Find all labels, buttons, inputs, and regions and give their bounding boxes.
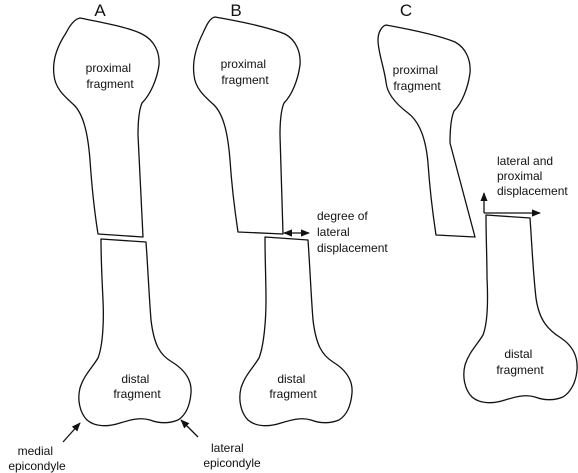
- medial-epicondyle-arrow: [62, 422, 81, 443]
- panel-b-proximal-label: proximal fragment: [221, 57, 270, 87]
- lateral-epicondyle-label-line2: epicondyle: [203, 456, 261, 470]
- panel-c-proximal-label: proximal fragment: [393, 63, 442, 93]
- panel-a-proximal-fragment: [52, 17, 160, 238]
- panel-a-distal-label: distal fragment: [113, 372, 161, 401]
- panel-a-distal-label-line2: fragment: [113, 387, 161, 401]
- panel-b-proximal-label-line1: proximal: [221, 57, 266, 71]
- panel-c-annotation-line1: lateral and: [497, 154, 553, 168]
- panel-c-label: C: [400, 1, 412, 20]
- lateral-epicondyle-arrow: [180, 419, 199, 438]
- medial-epicondyle-label-line2: epicondyle: [8, 459, 66, 473]
- panel-c-distal-label: distal fragment: [496, 347, 544, 377]
- panel-c: C proximal fragment distal fragment late…: [377, 1, 578, 404]
- lateral-epicondyle-label-line1: lateral: [211, 441, 244, 455]
- panel-b-proximal-fragment: [192, 16, 301, 235]
- panel-b-annotation-line2: lateral: [317, 225, 350, 239]
- panel-b-label: B: [230, 1, 241, 20]
- panel-b-annotation-line3: displacement: [317, 241, 388, 255]
- medial-epicondyle-label-line1: medial: [18, 444, 53, 458]
- panel-c-proximal-label-line1: proximal: [393, 63, 438, 77]
- panel-b-distal-label: distal fragment: [269, 372, 317, 401]
- panel-c-annotation: lateral and proximal displacement: [497, 154, 568, 198]
- panel-b: B proximal fragment distal fragment degr…: [192, 1, 388, 427]
- panel-c-distal-fragment: [463, 214, 578, 404]
- panel-a-proximal-label-line1: proximal: [86, 61, 131, 75]
- panel-b-distal-fragment: [239, 236, 353, 427]
- panel-a: A proximal fragment distal fragment medi…: [8, 1, 261, 473]
- panel-b-annotation: degree of lateral displacement: [317, 209, 388, 255]
- panel-a-distal-fragment: [78, 238, 192, 427]
- panel-b-distal-label-line2: fragment: [269, 387, 317, 401]
- panel-b-distal-label-line1: distal: [277, 372, 305, 386]
- panel-a-proximal-label-line2: fragment: [86, 77, 134, 91]
- panel-b-proximal-label-line2: fragment: [221, 73, 269, 87]
- panel-a-proximal-label: proximal fragment: [86, 61, 135, 91]
- panel-c-annotation-line3: displacement: [497, 184, 568, 198]
- panel-a-label: A: [94, 1, 106, 20]
- panel-c-proximal-label-line2: fragment: [393, 79, 441, 93]
- panel-c-distal-label-line1: distal: [504, 347, 532, 361]
- panel-c-distal-label-line2: fragment: [496, 363, 544, 377]
- panel-c-annotation-line2: proximal: [497, 169, 542, 183]
- medial-epicondyle-label: medial epicondyle: [8, 444, 66, 473]
- panel-c-proximal-fragment: [377, 24, 476, 238]
- panel-a-distal-label-line1: distal: [121, 372, 149, 386]
- panel-b-annotation-line1: degree of: [317, 209, 368, 223]
- lateral-epicondyle-label: lateral epicondyle: [203, 441, 261, 470]
